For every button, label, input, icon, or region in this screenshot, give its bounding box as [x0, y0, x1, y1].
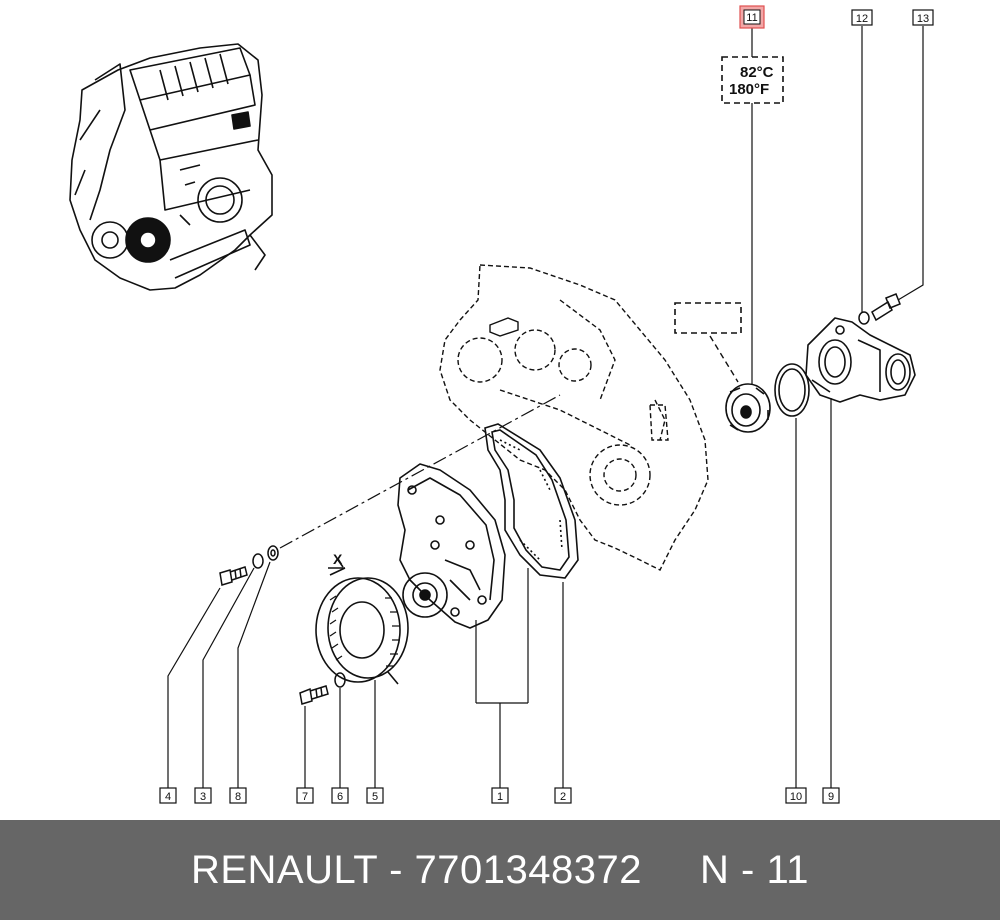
- pump-washer: [252, 553, 264, 569]
- svg-text:12: 12: [856, 13, 868, 25]
- part-number-text: RENAULT - 7701348372 N - 11: [190, 847, 810, 892]
- callout-13: 13: [912, 9, 934, 26]
- svg-text:10: 10: [790, 791, 802, 803]
- callout-5: 5: [366, 787, 384, 804]
- callout-2: 2: [554, 787, 572, 804]
- detail-mark-x: X: [333, 551, 343, 567]
- callout-9: 9: [822, 787, 840, 804]
- temperature-fahrenheit: 180°F: [729, 81, 769, 98]
- water-pump-gasket: [484, 423, 579, 579]
- pulley-washer: [334, 672, 346, 688]
- svg-text:4: 4: [165, 791, 171, 803]
- callout-3: 3: [194, 787, 212, 804]
- water-pump: [397, 463, 506, 629]
- part-number-footer: RENAULT - 7701348372 N - 11: [0, 820, 1000, 920]
- svg-text:6: 6: [337, 791, 343, 803]
- callout-8: 8: [229, 787, 247, 804]
- svg-text:13: 13: [917, 13, 929, 25]
- water-pump-pulley: [315, 559, 409, 685]
- thermostat: [725, 383, 771, 433]
- svg-text:7: 7: [302, 791, 308, 803]
- callout-12: 12: [851, 9, 873, 26]
- reference-box: [674, 302, 742, 334]
- svg-text:9: 9: [828, 791, 834, 803]
- svg-text:2: 2: [560, 791, 566, 803]
- housing-bolt: [871, 293, 901, 322]
- callout-6: 6: [331, 787, 349, 804]
- callout-7: 7: [296, 787, 314, 804]
- pump-seal-washer: [267, 545, 279, 561]
- svg-text:11: 11: [746, 12, 757, 24]
- engine-block-outline: [439, 264, 709, 571]
- callout-10: 10: [785, 787, 807, 804]
- thermostat-housing: [805, 317, 916, 403]
- callout-11-highlighted: 11: [739, 5, 765, 29]
- temperature-celsius: 82°C: [740, 64, 774, 81]
- engine-block-stud: [489, 317, 519, 337]
- leader-lines: [167, 26, 924, 788]
- svg-text:1: 1: [497, 791, 503, 803]
- callout-4: 4: [159, 787, 177, 804]
- pump-bolt: [219, 566, 248, 586]
- svg-text:3: 3: [200, 791, 206, 803]
- housing-washer: [858, 311, 870, 325]
- svg-text:5: 5: [372, 791, 378, 803]
- engine-overview-illustration: [69, 43, 273, 291]
- temperature-label-box: [721, 56, 784, 104]
- assembly-axis-line: [279, 394, 561, 549]
- thermostat-o-ring: [774, 363, 810, 417]
- svg-text:8: 8: [235, 791, 241, 803]
- reference-leader: [709, 335, 739, 383]
- parts-diagram: X: [69, 5, 934, 804]
- pulley-bolt: [299, 685, 329, 705]
- callout-1: 1: [491, 787, 509, 804]
